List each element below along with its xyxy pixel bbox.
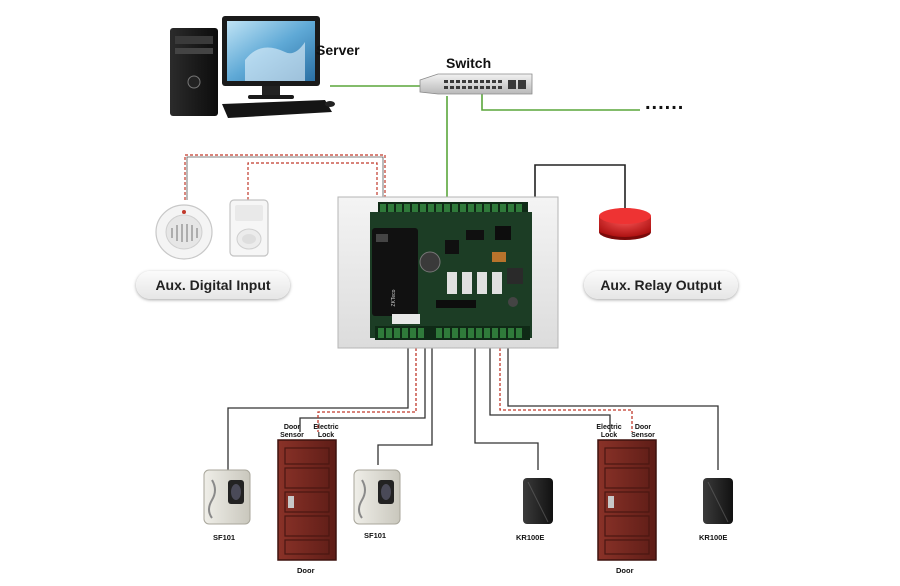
reader-kr100e-1-label: KR100E (516, 533, 545, 542)
reader-sf101-2-label: SF101 (364, 531, 387, 540)
fingerprint-reader-1-icon (203, 469, 251, 525)
door-left-label: Door (297, 566, 315, 575)
aux-digital-input-label: Aux. Digital Input (136, 271, 290, 299)
power-module (372, 228, 418, 316)
aux-relay-output-label: Aux. Relay Output (584, 271, 738, 299)
door-sensor-right-label: Door Sensor (631, 424, 655, 439)
aux-input-wiring (184, 154, 386, 200)
door-left-icon (277, 439, 337, 561)
relay-wiring (534, 164, 626, 210)
bottom-terminal-strip (375, 314, 530, 340)
fingerprint-reader-2-icon (353, 469, 401, 525)
panel-brand-label: ZKTeco (391, 289, 397, 306)
motion-sensor-icon (229, 199, 269, 257)
top-terminal-strip (378, 202, 528, 214)
door-sensor-left-label: Door Sensor (280, 424, 304, 439)
smoke-detector-icon (155, 204, 213, 260)
card-reader-2-icon (703, 478, 733, 524)
board-components (419, 226, 523, 308)
door-right-icon (597, 439, 657, 561)
server-label: Server (316, 42, 360, 58)
network-switch-icon (419, 73, 533, 95)
alarm-siren-icon (599, 208, 651, 240)
card-reader-1-icon (523, 478, 553, 524)
controller-panel: ZKTeco (337, 196, 559, 349)
server-computer-icon (170, 16, 335, 118)
door-wiring (227, 348, 719, 470)
switch-label: Switch (446, 55, 492, 71)
network-wiring (330, 85, 640, 200)
reader-kr100e-2-label: KR100E (699, 533, 728, 542)
switch-to-network-line (481, 94, 640, 111)
electric-lock-left-label: Electric Lock (313, 424, 339, 439)
electric-lock-right-label: Electric Lock (596, 424, 622, 439)
more-devices-ellipsis: ...... (645, 92, 685, 114)
door-right-label: Door (616, 566, 634, 575)
reader-sf101-1-label: SF101 (213, 533, 236, 542)
